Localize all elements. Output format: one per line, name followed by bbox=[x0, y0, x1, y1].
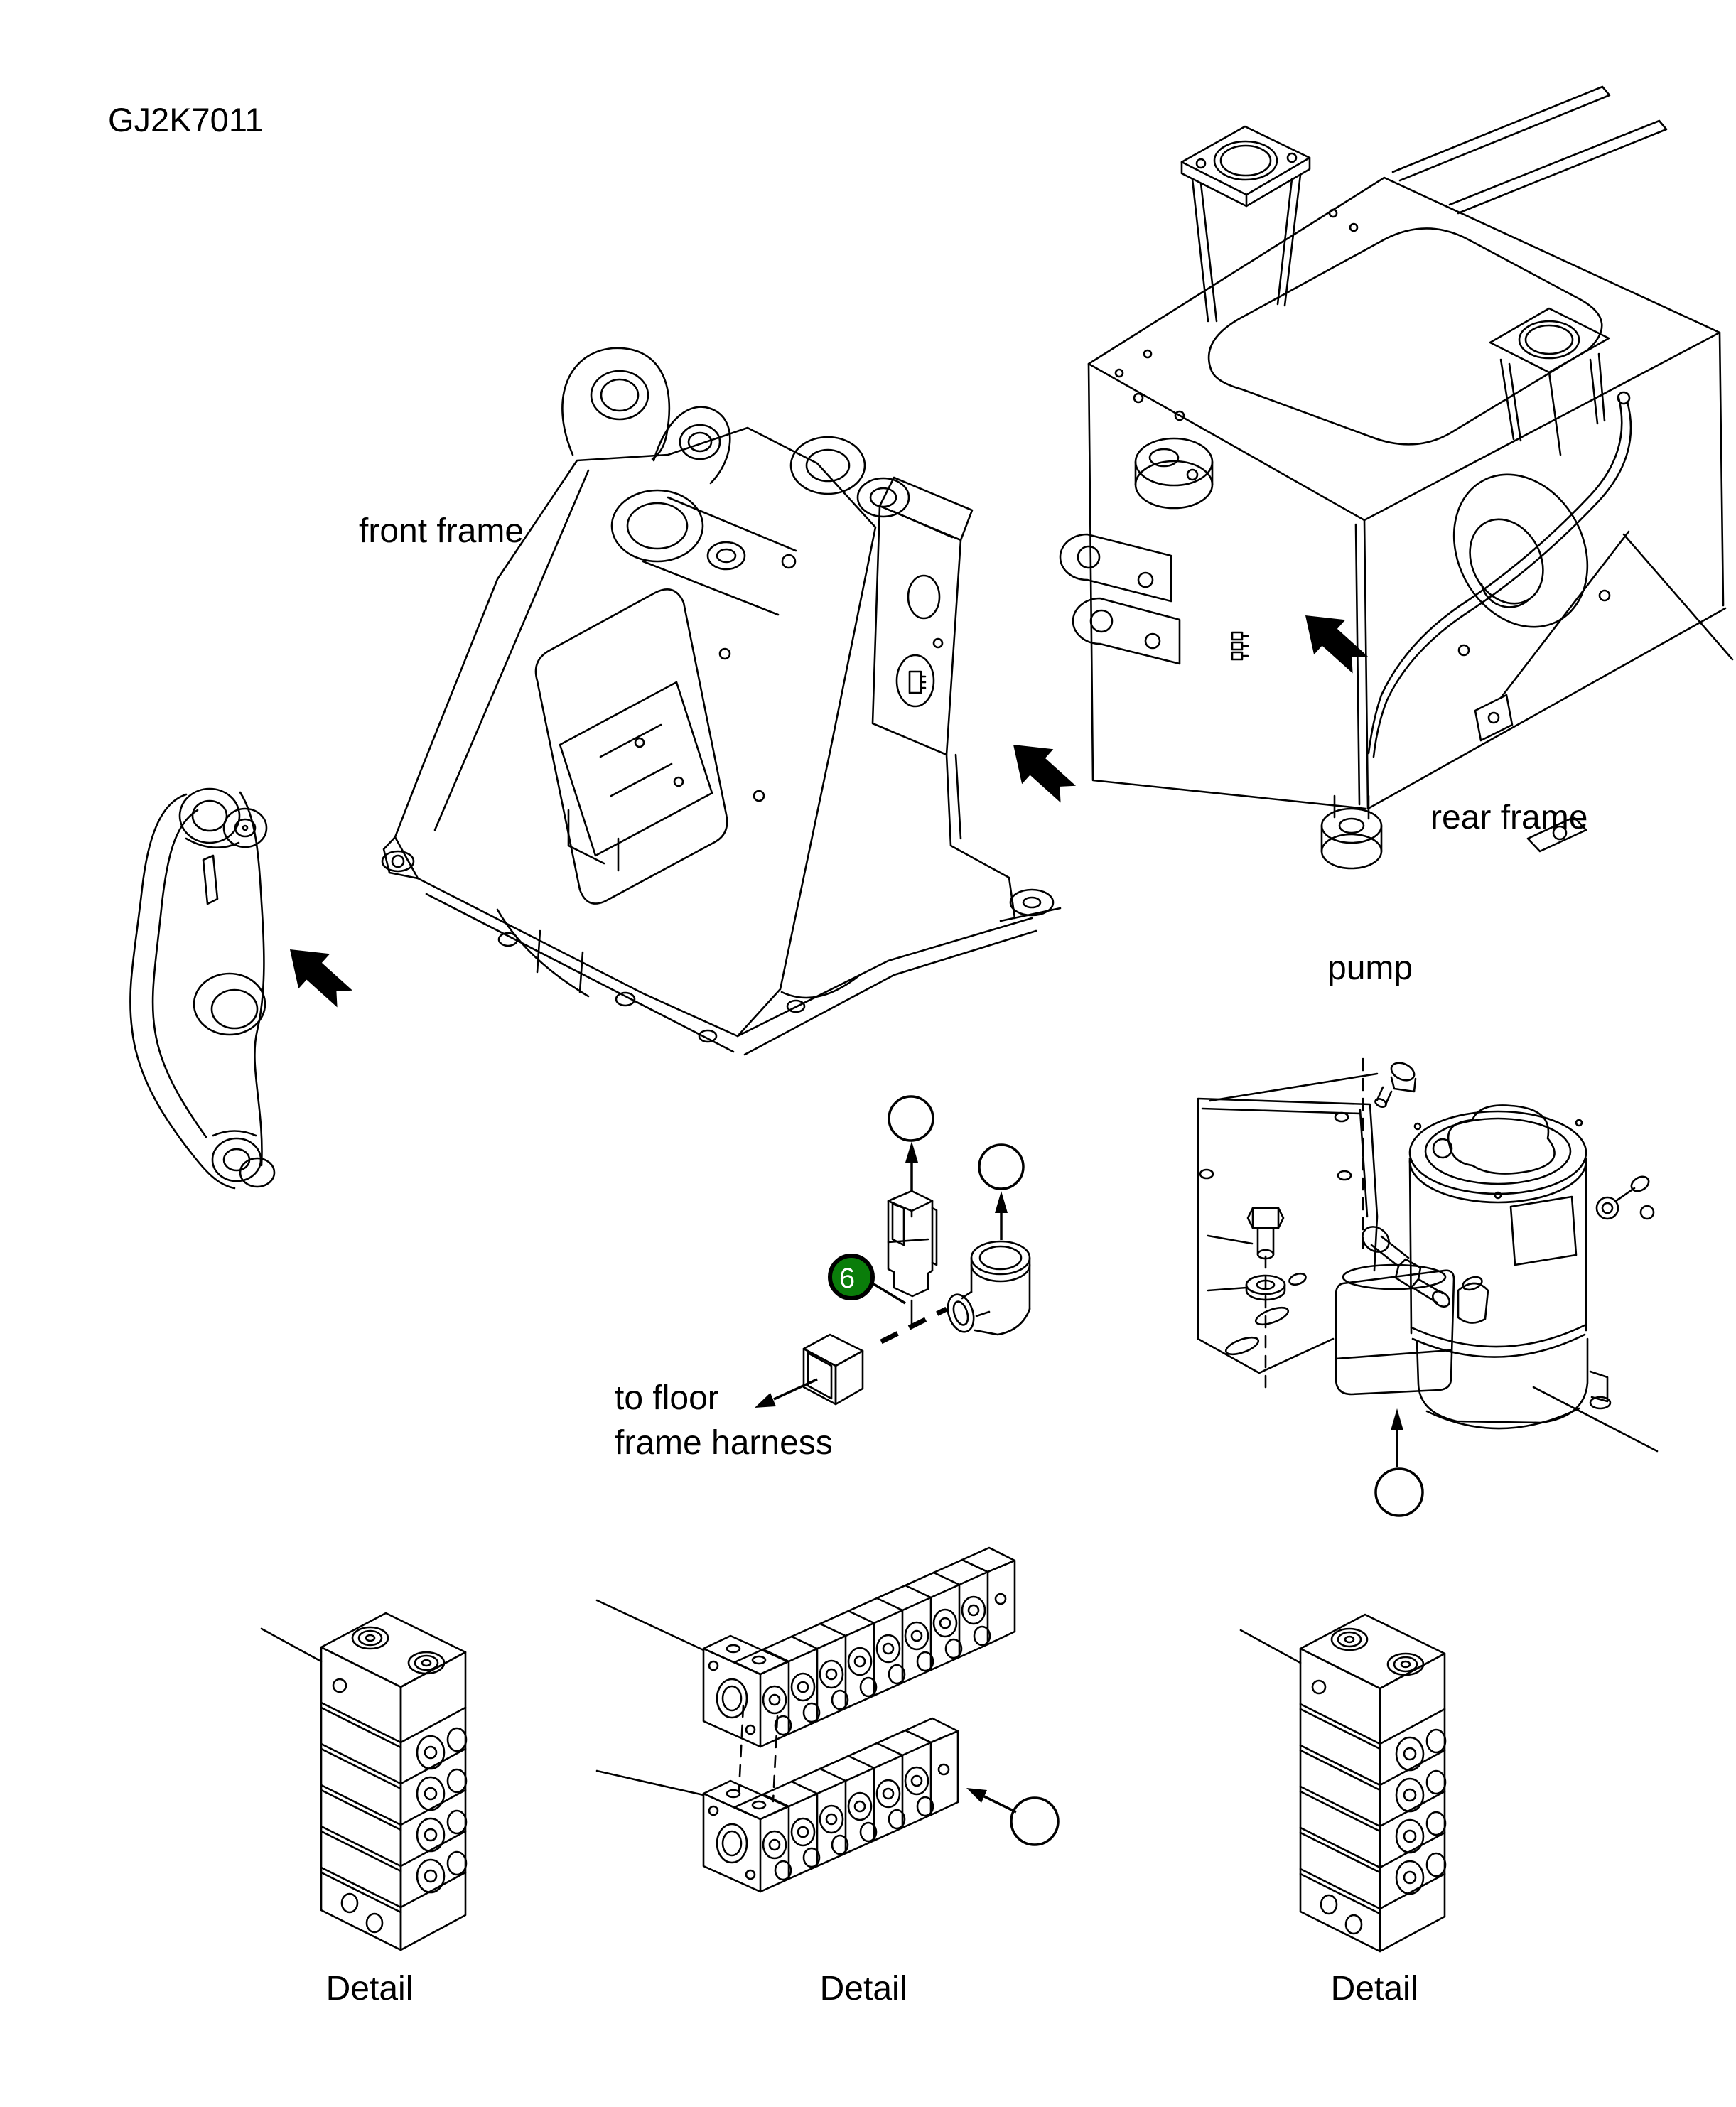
pointer-arrow-lever bbox=[290, 949, 352, 1008]
callout-number-6: 6 bbox=[839, 1263, 855, 1294]
pointer-arrow-front-frame bbox=[1013, 745, 1076, 803]
pump-label: pump bbox=[1327, 949, 1413, 987]
pump-body bbox=[1408, 1104, 1655, 1430]
manifold-arrowhead bbox=[966, 1788, 987, 1803]
valve-stack-detail bbox=[260, 1612, 468, 1951]
detail-label-right: Detail bbox=[1331, 1970, 1418, 2008]
drawing-code-title: GJ2K7011 bbox=[108, 101, 264, 139]
pressure-switch-connector bbox=[887, 1190, 938, 1326]
pump-assembly-drawing bbox=[1197, 1057, 1659, 1453]
front-frame-drawing bbox=[381, 347, 1062, 1056]
rear-frame-drawing bbox=[1059, 85, 1734, 870]
up-arrowhead bbox=[905, 1141, 918, 1163]
leader-line bbox=[983, 1795, 1017, 1814]
manifold-lower bbox=[595, 1717, 959, 1893]
bolt-and-washer bbox=[1245, 1207, 1286, 1389]
up-arrowhead bbox=[995, 1191, 1008, 1213]
pump-gearbox bbox=[1335, 1226, 1489, 1396]
rear-frame-label: rear frame bbox=[1430, 799, 1587, 836]
valve-stack-detail-right bbox=[1239, 1613, 1447, 1953]
harness-note-line1: to floor bbox=[615, 1379, 719, 1417]
to-harness-leader bbox=[773, 1378, 818, 1401]
harness-note-line2: frame harness bbox=[615, 1424, 833, 1462]
callout-balloon-empty-connector bbox=[888, 1095, 934, 1142]
manifold-detail bbox=[595, 1546, 1016, 1893]
front-frame-label: front frame bbox=[359, 512, 524, 550]
callout-balloon-empty-pump bbox=[1374, 1467, 1424, 1517]
harness-wire-dashed bbox=[880, 1306, 948, 1345]
leader-line-6 bbox=[872, 1282, 906, 1305]
callout-balloon-6[interactable] bbox=[828, 1254, 875, 1300]
pump-bracket bbox=[1197, 1057, 1379, 1374]
harness-arrowhead bbox=[755, 1393, 776, 1408]
manifold-upper bbox=[595, 1546, 1016, 1748]
pointer-arrow-rear-frame bbox=[1305, 615, 1368, 674]
callout-balloon-empty-manifold bbox=[1010, 1796, 1060, 1846]
callout-balloon-empty-elbow bbox=[978, 1143, 1025, 1190]
elbow-fitting bbox=[947, 1240, 1031, 1336]
detail-label-left: Detail bbox=[326, 1970, 414, 2008]
harness-connector-box bbox=[802, 1333, 864, 1406]
detail-label-middle: Detail bbox=[820, 1970, 907, 2008]
bolt bbox=[1374, 1062, 1417, 1108]
bellcrank-lever-drawing bbox=[129, 787, 276, 1190]
up-arrowhead bbox=[1391, 1408, 1403, 1430]
connector-assembly: 6 bbox=[755, 1095, 1031, 1408]
